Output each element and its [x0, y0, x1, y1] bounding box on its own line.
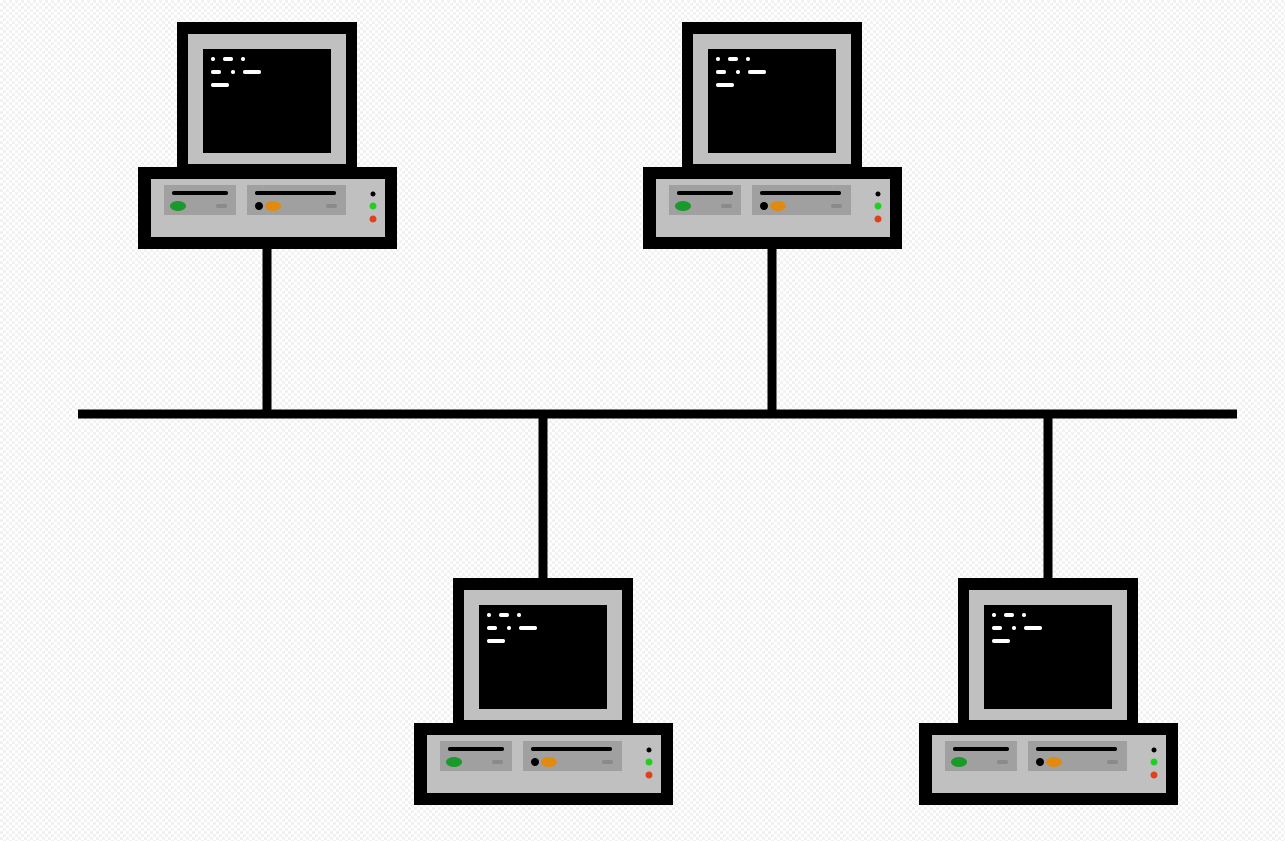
screen-text-glyph [223, 57, 233, 61]
power-button [446, 757, 462, 767]
drive-indicator [1036, 758, 1044, 766]
drive-bay-2 [523, 741, 622, 771]
screen-text-glyph [243, 70, 261, 74]
status-led [875, 191, 881, 197]
drive-indicator [255, 202, 263, 210]
screen-text-glyph [507, 626, 511, 630]
screen-text-glyph [211, 57, 215, 61]
screen-text-glyph [716, 83, 734, 87]
screen-text-glyph [517, 613, 521, 617]
screen-text-glyph [211, 83, 229, 87]
reset-button [265, 201, 281, 211]
screen-text-glyph [992, 639, 1010, 643]
eject-button [326, 204, 337, 208]
screen-text-glyph [487, 639, 505, 643]
desktop-computer-icon [643, 22, 902, 249]
desktop-computer-icon [919, 578, 1178, 805]
screen-text-glyph [716, 70, 726, 74]
drive-indicator [531, 758, 539, 766]
activity-led [369, 215, 377, 223]
drive-slot [1036, 747, 1117, 751]
power-led [874, 202, 882, 210]
eject-button [216, 204, 227, 208]
screen-text-glyph [1024, 626, 1042, 630]
screen-text-glyph [211, 70, 221, 74]
monitor-screen [203, 49, 331, 153]
screen-text-glyph [499, 613, 509, 617]
drive-slot [255, 191, 336, 195]
power-led [645, 758, 653, 766]
drive-bay-2 [247, 185, 346, 215]
screen-text-glyph [728, 57, 738, 61]
drive-slot [531, 747, 612, 751]
eject-button [831, 204, 842, 208]
screen-text-glyph [992, 613, 996, 617]
power-led [1150, 758, 1158, 766]
screen-text-glyph [241, 57, 245, 61]
screen-text-glyph [746, 57, 750, 61]
drive-slot [760, 191, 841, 195]
activity-led [1150, 771, 1158, 779]
drive-bay-2 [752, 185, 851, 215]
screen-text-glyph [1012, 626, 1016, 630]
screen-text-glyph [992, 626, 1002, 630]
drive-slot [448, 747, 504, 751]
monitor-screen [479, 605, 607, 709]
power-button [170, 201, 186, 211]
drive-indicator [760, 202, 768, 210]
screen-text-glyph [736, 70, 740, 74]
screen-text-glyph [1004, 613, 1014, 617]
screen-text-glyph [519, 626, 537, 630]
reset-button [1046, 757, 1062, 767]
screen-text-glyph [748, 70, 766, 74]
status-led [646, 747, 652, 753]
eject-button [997, 760, 1008, 764]
drive-slot [172, 191, 228, 195]
activity-led [645, 771, 653, 779]
desktop-computer-icon [414, 578, 673, 805]
activity-led [874, 215, 882, 223]
screen-text-glyph [231, 70, 235, 74]
power-button [951, 757, 967, 767]
status-led [1151, 747, 1157, 753]
power-led [369, 202, 377, 210]
drive-slot [953, 747, 1009, 751]
eject-button [721, 204, 732, 208]
drive-bay-2 [1028, 741, 1127, 771]
screen-text-glyph [487, 613, 491, 617]
eject-button [492, 760, 503, 764]
power-button [675, 201, 691, 211]
monitor-screen [984, 605, 1112, 709]
screen-text-glyph [1022, 613, 1026, 617]
desktop-computer-icon [138, 22, 397, 249]
reset-button [541, 757, 557, 767]
screen-text-glyph [716, 57, 720, 61]
drive-slot [677, 191, 733, 195]
reset-button [770, 201, 786, 211]
status-led [370, 191, 376, 197]
monitor-screen [708, 49, 836, 153]
eject-button [1107, 760, 1118, 764]
screen-text-glyph [487, 626, 497, 630]
eject-button [602, 760, 613, 764]
